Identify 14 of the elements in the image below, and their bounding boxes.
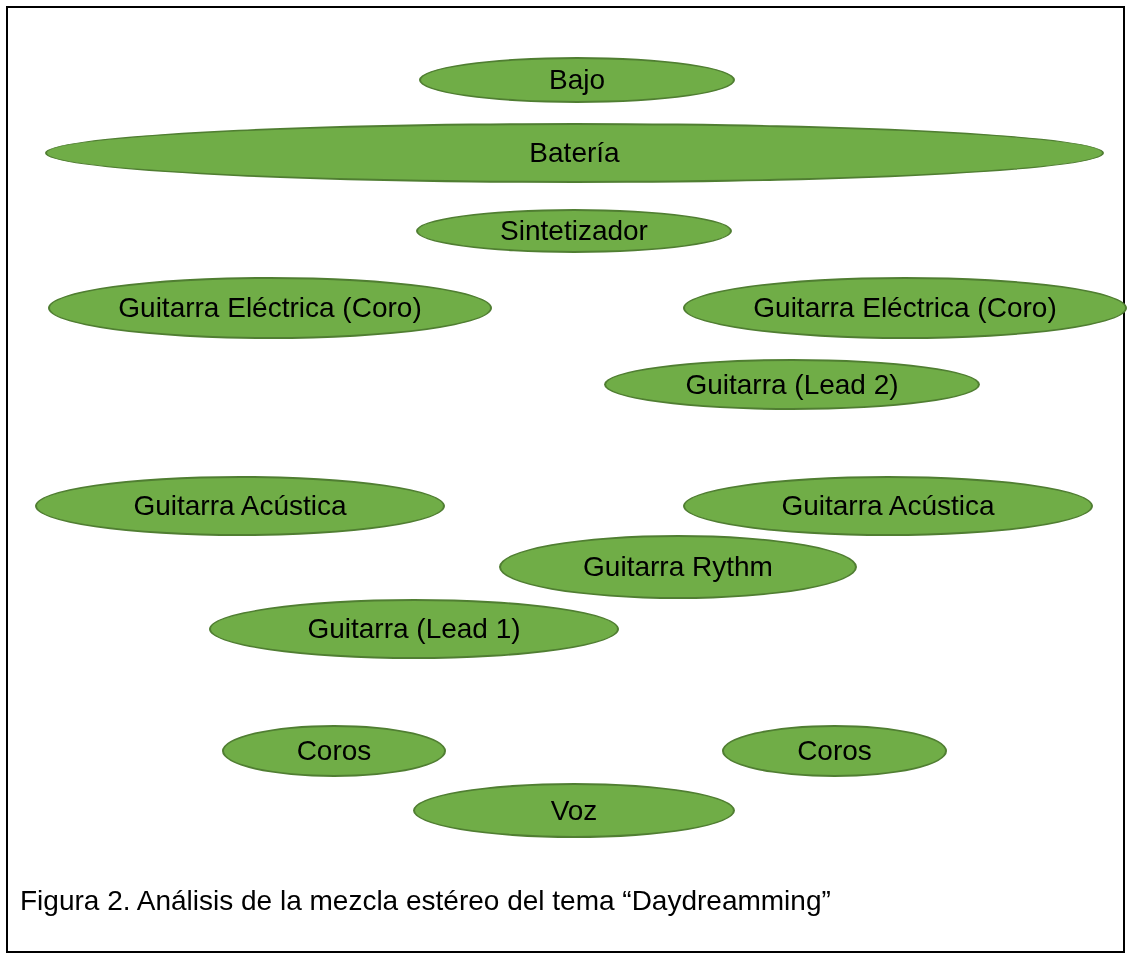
instrument-label: Batería [529, 137, 620, 169]
instrument-label: Guitarra (Lead 2) [685, 368, 899, 401]
instrument-label: Guitarra Acústica [781, 490, 995, 522]
instrument-label: Sintetizador [500, 215, 648, 247]
instrument-label: Bajo [548, 64, 605, 96]
instrument-label: Guitarra Eléctrica (Coro) [118, 292, 422, 324]
instrument-label: Guitarra (Lead 1) [307, 613, 521, 645]
instrument-label: Coros [797, 735, 872, 767]
instrument-label: Guitarra Eléctrica (Coro) [753, 292, 1057, 324]
instrument-label: Coros [296, 735, 372, 767]
instrument-label: Guitarra Rythm [583, 551, 773, 583]
figure-caption: Figura 2. Análisis de la mezcla estéreo del tema “Daydreamming” [20, 885, 831, 917]
instrument-label: Guitarra Acústica [133, 490, 347, 522]
instrument-label: Voz [550, 794, 598, 827]
